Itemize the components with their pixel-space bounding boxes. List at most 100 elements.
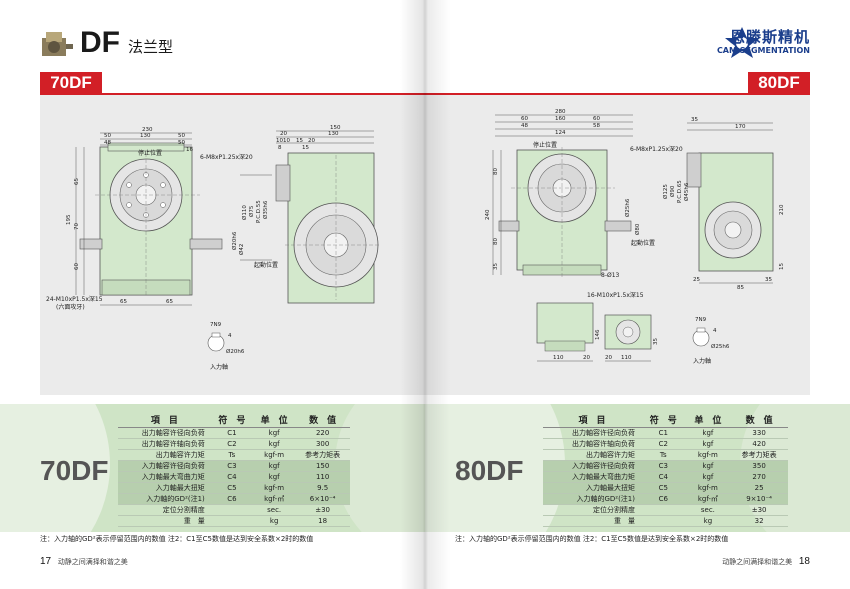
table-cell-value: 18 (295, 515, 350, 527)
table-cell-value: 150 (295, 460, 350, 472)
start-position-label: 起動位置 (631, 239, 655, 247)
table-cell-value: 420 (730, 438, 788, 450)
table-cell-unit: kgf (253, 438, 296, 450)
col-header: 数 值 (730, 412, 788, 428)
table-cell-value: 9×10⁻⁴ (730, 493, 788, 505)
table-cell-item: 定位分割精度 (543, 504, 641, 516)
dim-text: 65 (166, 299, 173, 305)
dim-text: 16 (186, 147, 193, 153)
col-header: 单 位 (685, 412, 731, 428)
footnote: 注：入力轴的GD²表示停留范围内的数值 注2：C1至C5数值是达到安全系数×2时… (455, 535, 729, 543)
table-cell-item: 入力軸的GD²(注1) (118, 493, 211, 505)
dim-text: 50 (178, 133, 185, 139)
technical-drawing-80df: 280 60 160 60 48 124 58 80 240 80 35 停止位… (485, 109, 785, 365)
dim-text: 280 (555, 109, 566, 115)
dim-text: 15 (296, 138, 303, 144)
brand-name-cn: 恩滕斯精机 (729, 28, 810, 46)
table-cell-item: 出力軸容许力矩 (543, 449, 641, 461)
table-cell-value: 300 (295, 438, 350, 450)
table-cell-symbol: C4 (641, 471, 686, 483)
big-model-label: 80DF (455, 455, 524, 486)
table-cell-item: 重 量 (118, 515, 211, 527)
table-cell-symbol: C1 (210, 427, 254, 439)
model-tab: 70DF (40, 72, 102, 94)
stop-position-label: 停止位置 (533, 141, 557, 149)
dim-text: 195 (66, 214, 72, 225)
dim-text: 20 (280, 131, 287, 137)
drawing-area: 280 60 160 60 48 124 58 80 240 80 35 停止位… (425, 95, 810, 395)
table-cell-symbol: C2 (210, 438, 254, 450)
table-cell-symbol (641, 515, 686, 527)
dim-text: 4 (228, 333, 232, 339)
dim-text: 85 (737, 285, 744, 291)
table-cell-item: 出力軸容许径向负荷 (543, 427, 641, 439)
dim-text: 80 (493, 238, 499, 245)
thread-spec-label: 6-M8xP1.25x深20 (630, 145, 683, 153)
dim-text: 110 (621, 355, 632, 361)
table-cell-unit: kgf (685, 438, 731, 450)
thread-spec-label: 6-M8xP1.25x深20 (200, 153, 253, 161)
table-cell-value: 270 (730, 471, 788, 483)
table-cell-value: 350 (730, 460, 788, 472)
table-cell-item: 重 量 (543, 515, 641, 527)
dim-text: 35 (653, 338, 659, 345)
table-cell-symbol: C6 (641, 493, 686, 505)
table-cell-item: 出力軸容许力矩 (118, 449, 211, 461)
table-cell-symbol: C2 (641, 438, 686, 450)
col-header: 符 号 (641, 412, 686, 428)
table-cell-item: 入力軸最大扭矩 (543, 482, 641, 494)
footer-text: 动静之间满择和谐之美 (57, 558, 128, 566)
col-header: 項 目 (118, 412, 211, 428)
table-cell-item: 入力軸最大扭矩 (118, 482, 211, 494)
table-cell-value: 9.5 (295, 482, 350, 494)
table-cell-unit: sec. (253, 504, 296, 516)
table-cell-symbol (641, 504, 686, 516)
dim-text: 1010 (276, 138, 290, 144)
table-cell-unit: kg (253, 515, 296, 527)
dim-text: P.C.D.55 (256, 200, 262, 223)
table-cell-value: 110 (295, 471, 350, 483)
dim-text: 240 (485, 209, 491, 220)
dim-text: 15 (302, 145, 309, 151)
dim-text: Ø45h6 (683, 182, 690, 201)
table-cell-value: 6×10⁻⁴ (295, 493, 350, 505)
dim-text: 170 (735, 124, 746, 130)
dim-text: 35 (691, 117, 698, 123)
table-cell-unit: sec. (685, 504, 731, 516)
dim-text: 130 (140, 133, 151, 139)
dim-text: Ø35h6 (262, 200, 269, 219)
dim-text: 25 (693, 277, 700, 283)
table-cell-unit: kgf (685, 427, 731, 439)
dim-text: 60 (74, 263, 80, 270)
table-cell-symbol: Ts (210, 449, 254, 461)
model-tab: 80DF (748, 72, 810, 94)
table-cell-value: 220 (295, 427, 350, 439)
table-cell-unit: kgf (685, 471, 731, 483)
dim-text: 50 (104, 133, 111, 139)
dim-text: 48 (104, 140, 111, 146)
table-cell-item: 入力軸容许径向负荷 (118, 460, 211, 472)
dim-text: 35 (493, 263, 499, 270)
table-cell-value: 参考力矩表 (730, 449, 788, 461)
model-underline (425, 93, 810, 95)
page-number: 17 (40, 556, 52, 567)
dim-text: Ø90 (669, 185, 676, 197)
table-cell-symbol: C4 (210, 471, 254, 483)
table-cell-item: 定位分割精度 (118, 504, 211, 516)
table-cell-value: ±30 (295, 504, 350, 516)
dim-text: Ø20h6 (231, 231, 238, 250)
bolt-hole-label: 8-Ø13 (601, 272, 620, 279)
dim-text: 35 (765, 277, 772, 283)
dim-text: 160 (555, 116, 566, 122)
dim-text: 60 (593, 116, 600, 122)
input-shaft-label: 入力軸 (210, 363, 228, 371)
